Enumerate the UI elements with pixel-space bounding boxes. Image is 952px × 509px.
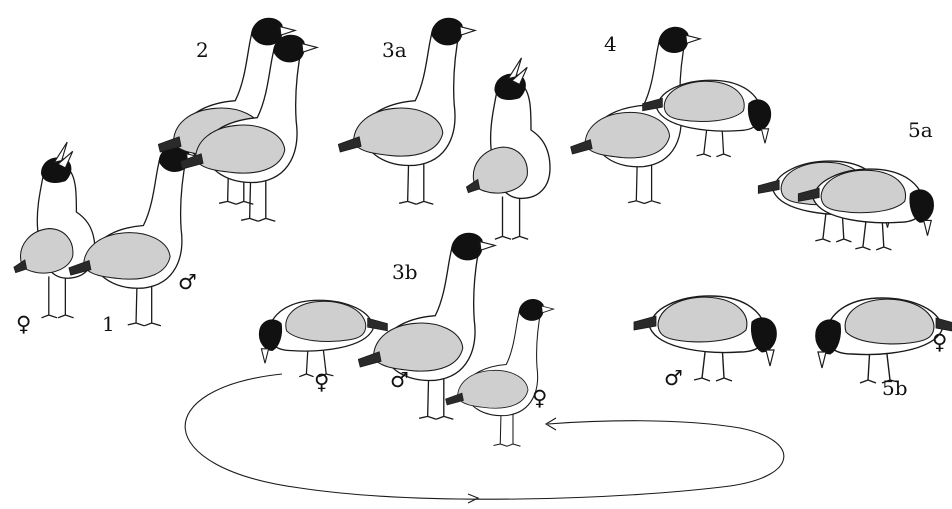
male-symbol-stage-1: ♂ bbox=[178, 272, 197, 293]
female-symbol-stage-3b-right: ♀ bbox=[532, 388, 547, 409]
stage-label-2: 2 bbox=[196, 40, 209, 60]
female-symbol-stage-3b-left: ♀ bbox=[314, 372, 329, 393]
male-symbol-stage-5b: ♂ bbox=[664, 368, 683, 389]
stage-3a-gull-pair bbox=[338, 18, 550, 239]
stage-label-3b: 3b bbox=[392, 262, 418, 282]
stage-4-gull-pair bbox=[571, 27, 771, 203]
female-symbol-stage-5b: ♀ bbox=[932, 332, 947, 353]
stage-label-5a: 5a bbox=[908, 120, 933, 140]
stage-5a-gull-pair bbox=[758, 161, 933, 250]
stage-5b-male-gull bbox=[634, 296, 776, 381]
male-symbol-stage-3b: ♂ bbox=[390, 370, 409, 391]
stage-label-3a: 3a bbox=[382, 40, 407, 60]
stage-3b-female-gull-left bbox=[259, 300, 387, 377]
stage-label-5b: 5b bbox=[882, 378, 908, 398]
female-symbol-stage-1: ♀ bbox=[16, 314, 31, 335]
stage-label-1: 1 bbox=[102, 314, 115, 334]
stage-1-female-gull bbox=[14, 142, 95, 318]
stage-label-4: 4 bbox=[604, 34, 617, 54]
